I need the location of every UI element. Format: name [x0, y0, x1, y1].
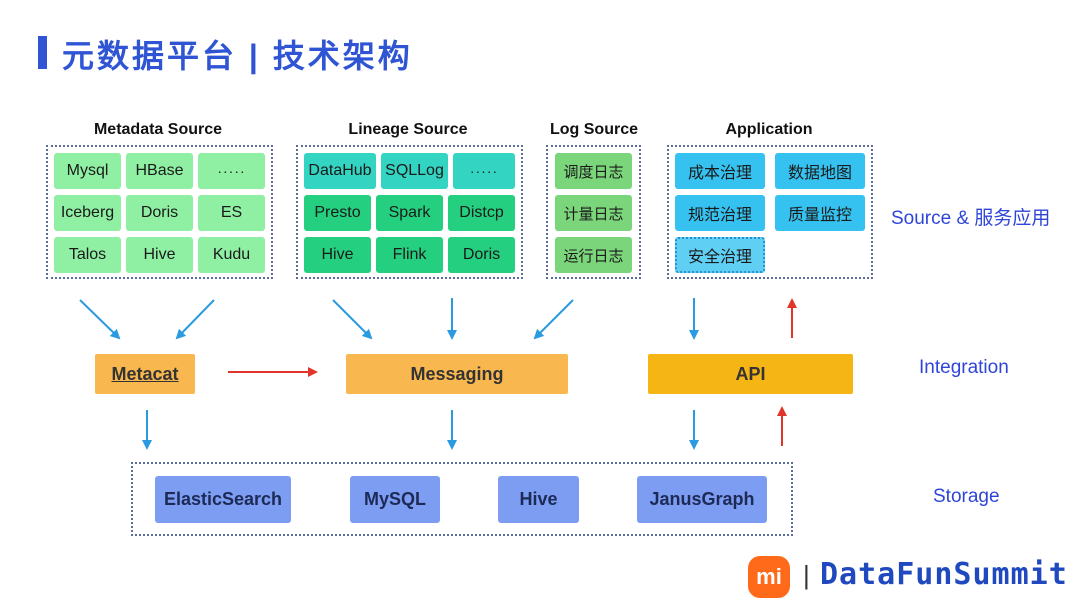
metacat-label: Metacat	[111, 363, 179, 384]
storage-hive: Hive	[498, 476, 579, 523]
messaging-label: Messaging	[410, 363, 504, 384]
metadata-item: Doris	[126, 195, 193, 231]
log-item: 计量日志	[555, 195, 632, 231]
storage-janusgraph: JanusGraph	[637, 476, 767, 523]
application-item: 数据地图	[775, 153, 865, 189]
application-item: 安全治理	[675, 237, 765, 273]
arrow-lineage-to-messaging-left	[332, 299, 373, 340]
metadata-source-title: Metadata Source	[93, 121, 223, 138]
metadata-item: HBase	[126, 153, 193, 189]
metadata-item: Iceberg	[54, 195, 121, 231]
lineage-source-box: DataHub SQLLog ····· Presto Spark Distcp…	[296, 145, 523, 279]
title-accent-bar	[38, 36, 47, 69]
messaging-node: Messaging	[346, 354, 568, 394]
log-item: 运行日志	[555, 237, 632, 273]
lineage-item: SQLLog	[381, 153, 448, 189]
log-source-title: Log Source	[549, 121, 638, 138]
application-item: 规范治理	[675, 195, 765, 231]
application-item: 成本治理	[675, 153, 765, 189]
page-title: 元数据平台 | 技术架构	[62, 38, 413, 74]
metadata-item: Talos	[54, 237, 121, 273]
lineage-item: Hive	[304, 237, 371, 273]
storage-elasticsearch: ElasticSearch	[155, 476, 291, 523]
metacat-node: Metacat	[95, 354, 195, 394]
storage-box: ElasticSearch MySQL Hive JanusGraph	[131, 462, 793, 536]
metadata-item: Hive	[126, 237, 193, 273]
lineage-item: Spark	[376, 195, 443, 231]
log-item: 调度日志	[555, 153, 632, 189]
layer-label-storage: Storage	[933, 486, 1000, 507]
metadata-item: ES	[198, 195, 265, 231]
arrow-metadata-to-metacat-right	[175, 299, 215, 340]
lineage-item: Presto	[304, 195, 371, 231]
datafunsummit-logo: DataFunSummit	[820, 557, 1068, 592]
layer-label-integration: Integration	[919, 357, 1009, 378]
mi-logo-text: mi	[756, 564, 782, 589]
layer-label-source: Source & 服务应用	[891, 208, 1051, 229]
metadata-item: Kudu	[198, 237, 265, 273]
application-title: Application	[725, 121, 813, 138]
arrow-log-to-messaging	[533, 299, 574, 340]
logo-separator: |	[803, 560, 810, 590]
lineage-item: Flink	[376, 237, 443, 273]
api-node: API	[648, 354, 853, 394]
lineage-item: ·····	[453, 153, 515, 189]
log-source-box: 调度日志 计量日志 运行日志	[546, 145, 641, 279]
lineage-item: DataHub	[304, 153, 376, 189]
lineage-item: Doris	[448, 237, 515, 273]
api-label: API	[735, 363, 766, 384]
metadata-item: ·····	[198, 153, 265, 189]
arrow-metadata-to-metacat-left	[79, 299, 121, 340]
application-box: 成本治理 数据地图 规范治理 质量监控 安全治理	[667, 145, 873, 279]
metadata-item: Mysql	[54, 153, 121, 189]
lineage-source-title: Lineage Source	[348, 121, 468, 138]
storage-mysql: MySQL	[350, 476, 440, 523]
metadata-source-box: Mysql HBase ····· Iceberg Doris ES Talos…	[46, 145, 273, 279]
lineage-item: Distcp	[448, 195, 515, 231]
application-item: 质量监控	[775, 195, 865, 231]
mi-logo: mi	[748, 556, 790, 598]
